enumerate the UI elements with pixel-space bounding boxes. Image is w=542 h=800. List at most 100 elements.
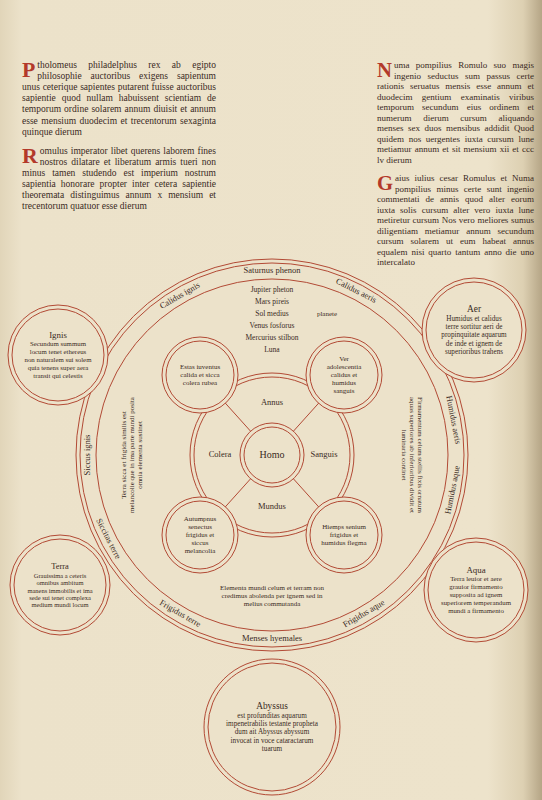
- quadrant-label-holder: Annus: [261, 398, 283, 408]
- quadrant-label: Sanguis: [311, 450, 338, 460]
- ring-label-holder: Siccus ignis: [83, 435, 93, 476]
- element-circle: AquaTerra leuior et aere grauior firmame…: [424, 538, 528, 642]
- planet-heading: planete: [317, 310, 337, 318]
- circle-text: TerraGrauissima a ceteris omnibus ambitu…: [26, 562, 94, 609]
- spoke-line: [293, 397, 324, 431]
- circle-heading: Aer: [439, 304, 509, 315]
- ring-outline: [96, 279, 448, 631]
- ring-outline: [310, 501, 378, 569]
- ring-outline: [12, 309, 104, 401]
- ring-outline: [8, 305, 108, 405]
- season-circle: Ver adolescentia calidus et humidus sang…: [306, 337, 382, 413]
- circle-text: Ver adolescentia calidus et humidus sang…: [321, 355, 367, 395]
- spoke-line: [220, 397, 251, 431]
- ring-note: Terra sicca et frigida similis est melan…: [120, 395, 144, 515]
- circle-body: Grauissima a ceteris omnibus ambitum man…: [26, 571, 94, 608]
- ring-label: Siccus ignis: [83, 435, 93, 476]
- ring-label: Saturnus phenon: [244, 266, 301, 276]
- ring-outline: [208, 663, 336, 791]
- homo-circle: Homo: [240, 423, 304, 487]
- ring-note-holder: Terra sicca et frigida similis est melan…: [120, 395, 144, 515]
- ring-outline: [162, 497, 238, 573]
- element-circle: IgnisSecundum summum locum tenet ethereu…: [8, 305, 108, 405]
- circle-heading: Abyssus: [225, 701, 319, 712]
- ring-outline: [204, 659, 340, 795]
- planet-name-holder: Jupiter pheton: [251, 286, 294, 295]
- ring-note: Firmamentum celum stellis fixis ornatum …: [400, 395, 424, 515]
- latin-paragraph: Gaius iulius cesar Romulus et Numa pompi…: [377, 173, 534, 268]
- quadrant-label: Colera: [209, 450, 232, 460]
- ring-outline: [306, 497, 382, 573]
- ring-outline: [428, 542, 524, 638]
- circle-body: Hiemps senium frigidus et humidus flegma: [321, 523, 367, 547]
- latin-paragraph: Ptholomeus philadelphus rex ab egipto ph…: [22, 60, 216, 138]
- circle-body: Secundum summum locum tenet ethereus non…: [24, 340, 92, 379]
- quadrant-label: Annus: [261, 398, 283, 408]
- planet-name: Mars pireis: [255, 298, 289, 307]
- ring-label-holder: Menses hyemales: [242, 634, 302, 644]
- text-column: Ptholomeus philadelphus rex ab egipto ph…: [22, 60, 216, 138]
- ring-outline: [162, 337, 238, 413]
- planet-name: Luna: [264, 346, 279, 355]
- planet-name: Sol medius: [255, 310, 289, 319]
- latin-paragraph: Romulus imperator libet querens laborem …: [22, 146, 216, 213]
- planet-name: Venus fosforus: [250, 322, 295, 331]
- ring-outline: [166, 341, 234, 409]
- circle-body: est profunditas aquarum impenetrabilis t…: [225, 712, 319, 753]
- element-circle: TerraGrauissima a ceteris omnibus ambitu…: [10, 535, 110, 635]
- circle-text: AerHumidus et calidus terre sortitur aer…: [439, 304, 509, 356]
- circle-body: Autumpnus senectus frigidus et siccus me…: [177, 515, 223, 555]
- season-circle: Estas iuventus calida et sicca colera ru…: [162, 337, 238, 413]
- ring-outline: [14, 539, 106, 631]
- ring-outline: [76, 259, 468, 651]
- ring-label: Menses hyemales: [242, 634, 302, 644]
- ring-outline: [80, 263, 464, 647]
- abyss-circle: Abyssusest profunditas aquarum impenetra…: [204, 659, 340, 795]
- circle-body: Homo: [252, 449, 292, 461]
- circle-body: Estas iuventus calida et sicca colera ru…: [177, 363, 223, 387]
- planet-heading-holder: planete: [317, 310, 337, 318]
- quadrant-label-holder: Colera: [209, 450, 232, 460]
- ring-note-holder: Elementa mundi celum et terram non credi…: [214, 584, 330, 608]
- circle-text: Abyssusest profunditas aquarum impenetra…: [225, 701, 319, 753]
- circle-heading: Ignis: [24, 330, 92, 340]
- ring-outline: [422, 278, 526, 382]
- circle-heading: Terra: [26, 562, 94, 572]
- circle-text: AquaTerra leuior et aere grauior firmame…: [441, 565, 511, 615]
- ring-note-holder: Firmamentum celum stellis fixis ornatum …: [400, 395, 424, 515]
- quadrant-label-holder: Mundus: [258, 502, 286, 512]
- planet-name: Mercurius stilbon: [245, 334, 298, 343]
- ring-outline: [306, 337, 382, 413]
- ring-outline: [240, 423, 304, 487]
- season-circle: Hiemps senium frigidus et humidus flegma: [306, 497, 382, 573]
- ring-outline: [166, 501, 234, 569]
- circle-text: Autumpnus senectus frigidus et siccus me…: [177, 515, 223, 555]
- ring-outline: [310, 341, 378, 409]
- text-column: Romulus imperator libet querens laborem …: [22, 146, 216, 213]
- ring-note: Elementa mundi celum et terram non credi…: [214, 584, 330, 608]
- latin-paragraph: Numa pompilius Romulo suo magis ingenio …: [377, 60, 534, 165]
- circle-heading: Aqua: [441, 565, 511, 575]
- circle-body: Humidus et calidus terre sortitur aeri d…: [439, 315, 509, 356]
- cosmos-wheel: Saturnus phenonCalidus aerisHumidus aeri…: [76, 259, 468, 651]
- circle-text: Estas iuventus calida et sicca colera ru…: [177, 363, 223, 387]
- planet-name-holder: Mercurius stilbon: [245, 334, 298, 343]
- ring-label-holder: Saturnus phenon: [244, 266, 301, 276]
- planet-name-holder: Mars pireis: [255, 298, 289, 307]
- circle-text: Hiemps senium frigidus et humidus flegma: [321, 523, 367, 547]
- quadrant-label-holder: Sanguis: [311, 450, 338, 460]
- element-circle: AerHumidus et calidus terre sortitur aer…: [422, 278, 526, 382]
- circle-text: Homo: [252, 449, 292, 461]
- circle-body: Ver adolescentia calidus et humidus sang…: [321, 355, 367, 395]
- planet-name-holder: Venus fosforus: [250, 322, 295, 331]
- planet-name-holder: Luna: [264, 346, 279, 355]
- circle-text: IgnisSecundum summum locum tenet ethereu…: [24, 330, 92, 380]
- ring-outline: [426, 282, 522, 378]
- ring-outline: [244, 427, 300, 483]
- ring-outline: [10, 535, 110, 635]
- quadrant-label: Mundus: [258, 502, 286, 512]
- planet-name-holder: Sol medius: [255, 310, 289, 319]
- season-circle: Autumpnus senectus frigidus et siccus me…: [162, 497, 238, 573]
